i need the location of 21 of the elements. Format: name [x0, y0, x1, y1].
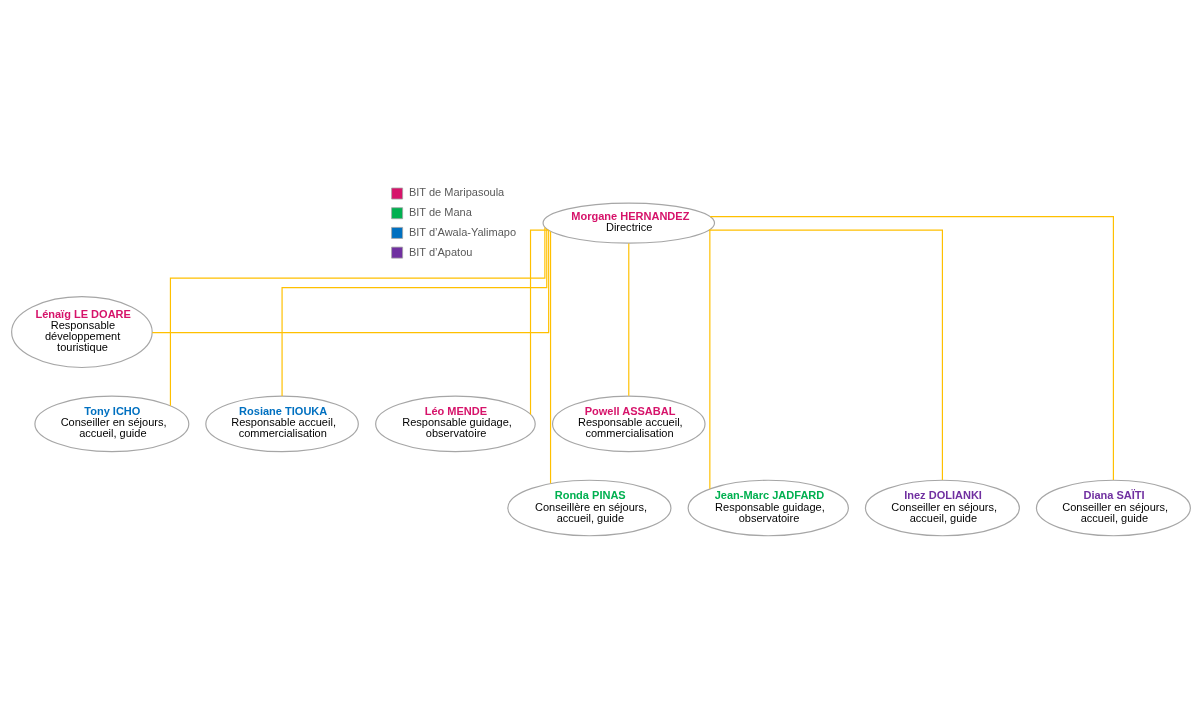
connector	[708, 229, 943, 481]
node-ellipse: Diana SAÏTI Conseiller en séjours, accueil, guide	[1035, 479, 1191, 536]
connector	[628, 242, 630, 396]
legend-label: BIT de Mana	[408, 205, 472, 218]
connector	[709, 215, 1114, 481]
node-ellipse: Lénaïg LE DOARE Responsable développement touristique	[11, 295, 153, 368]
node-ellipse: Morgane HERNANDEZ Directrice	[542, 201, 716, 244]
node-ellipse: Jean-Marc JADFARD Responsable guidage, observatoire	[687, 479, 849, 536]
node-ellipse: Léo MENDE Responsable guidage, observatoire	[375, 395, 536, 452]
node-ellipse: Tony ICHO Conseiller en séjours, accueil, guide	[34, 395, 190, 452]
node-ellipse: Ronda PINAS Conseillère en séjours, accueil, guide	[507, 479, 672, 536]
legend-label: BIT d’Apatou	[408, 245, 473, 258]
connector	[529, 229, 549, 415]
connector	[151, 229, 550, 333]
connector	[709, 228, 711, 489]
node-ellipse: Rosiane TIOUKA Responsable accueil, commercialisation	[205, 395, 359, 452]
node-ellipse: Inez DOLIANKI Conseiller en séjours, accueil, guide	[864, 479, 1020, 536]
legend-label: BIT de Maripasoula	[408, 185, 505, 198]
node-ellipse: Powell ASSABAL Responsable accueil, commercialisation	[551, 395, 706, 452]
legend-label: BIT d’Awala-Yalimapo	[408, 225, 517, 238]
connector	[549, 230, 552, 484]
